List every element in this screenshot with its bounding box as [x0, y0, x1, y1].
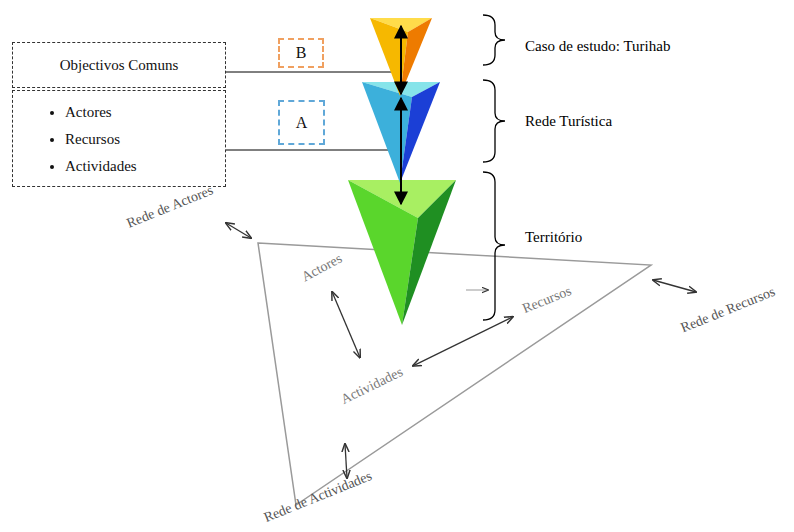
level-label: Caso de estudo: Turihab — [525, 38, 670, 55]
dashed-box: Objectivos Comuns — [12, 42, 226, 88]
level-label: Território — [525, 229, 582, 246]
network-element: Recursos — [516, 280, 579, 321]
bullet-item: Recursos — [65, 126, 217, 153]
box-text: Objectivos Comuns — [60, 57, 179, 74]
pyramid-face — [402, 180, 456, 325]
double-arrow-connector — [413, 317, 513, 366]
box-text: A — [296, 114, 308, 132]
network-label: Rede de Recursos — [678, 284, 777, 336]
curly-brace — [483, 172, 505, 320]
curly-brace — [483, 15, 505, 65]
double-arrow — [226, 223, 251, 238]
territory-triangle — [258, 243, 651, 505]
dashed-box: A — [278, 100, 325, 145]
level-label: Rede Turística — [525, 113, 612, 130]
double-arrow-connector — [332, 292, 360, 358]
pyramid-face — [400, 82, 440, 183]
network-label: Rede de Actividades — [262, 468, 375, 526]
bullet-item: Actores — [65, 99, 217, 126]
double-arrow — [345, 444, 347, 478]
bullet-text: Actividades — [65, 158, 137, 174]
curly-brace — [483, 80, 505, 162]
small-arrow — [466, 290, 488, 291]
bullet-text: Recursos — [65, 131, 120, 147]
network-element: Actores — [295, 247, 350, 289]
element-label: Recursos — [520, 283, 573, 316]
bullet-text: Actores — [65, 104, 112, 120]
network-label: Rede de Actores — [124, 182, 215, 231]
double-arrow — [653, 280, 696, 292]
leader-line — [226, 72, 399, 73]
double-arrow — [400, 26, 402, 94]
double-arrow — [400, 98, 402, 204]
network-element: Actividades — [334, 361, 410, 412]
element-label: Actividades — [338, 364, 405, 407]
pyramid-face — [400, 18, 432, 96]
bullet-box: ActoresRecursosActividades — [12, 90, 226, 187]
dashed-box: B — [278, 38, 324, 68]
bullet-list: ActoresRecursosActividades — [13, 91, 225, 186]
element-label: Actores — [299, 251, 344, 285]
box-text: B — [296, 44, 307, 62]
bullet-item: Actividades — [65, 153, 217, 180]
leader-line — [226, 150, 399, 151]
